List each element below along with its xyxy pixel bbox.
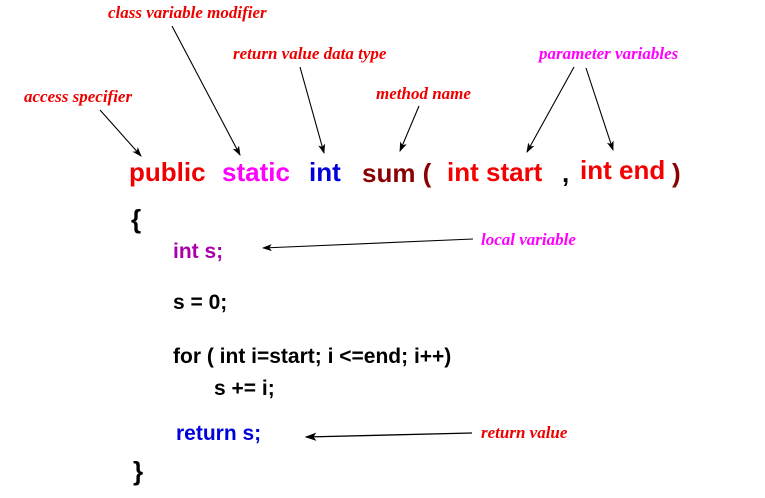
code-token-int-start: int start xyxy=(447,157,543,187)
arrow-parameter-end xyxy=(585,67,614,152)
code-line-declare-s: int s; xyxy=(173,240,224,263)
code-open-brace: { xyxy=(131,204,142,234)
arrow-local-variable xyxy=(261,238,474,252)
code-token-int-end: int end xyxy=(580,155,666,185)
arrow-method-name xyxy=(399,105,420,153)
arrow-class-variable-modifier xyxy=(171,25,241,156)
code-token-public: public xyxy=(129,157,206,187)
annotation-local-variable: local variable xyxy=(481,230,576,249)
code-token-int-return-type: int xyxy=(309,157,341,187)
code-token-comma: , xyxy=(562,158,570,188)
annotation-return-value-data-type: return value data type xyxy=(233,44,387,63)
annotation-return-value: return value xyxy=(481,423,568,442)
code-line-assign-s-zero: s = 0; xyxy=(173,291,228,314)
annotation-access-specifier: access specifier xyxy=(24,87,133,106)
code-token-sum: sum ( xyxy=(362,158,432,188)
code-line-for-loop: for ( int i=start; i <=end; i++) xyxy=(173,345,452,368)
arrow-return-value-data-type xyxy=(299,66,326,155)
code-close-brace: } xyxy=(133,456,144,486)
annotation-parameter-variables: parameter variables xyxy=(539,44,679,63)
arrow-access-specifier xyxy=(99,109,142,157)
code-line-accumulate: s += i; xyxy=(214,377,275,400)
annotation-method-name: method name xyxy=(376,84,471,103)
code-token-static: static xyxy=(222,157,290,187)
code-line-return-s: return s; xyxy=(176,422,262,445)
annotation-class-variable-modifier: class variable modifier xyxy=(108,3,267,22)
arrow-return-value xyxy=(304,432,473,441)
code-token-close-paren: ) xyxy=(672,158,681,188)
arrow-parameter-start xyxy=(526,66,575,153)
